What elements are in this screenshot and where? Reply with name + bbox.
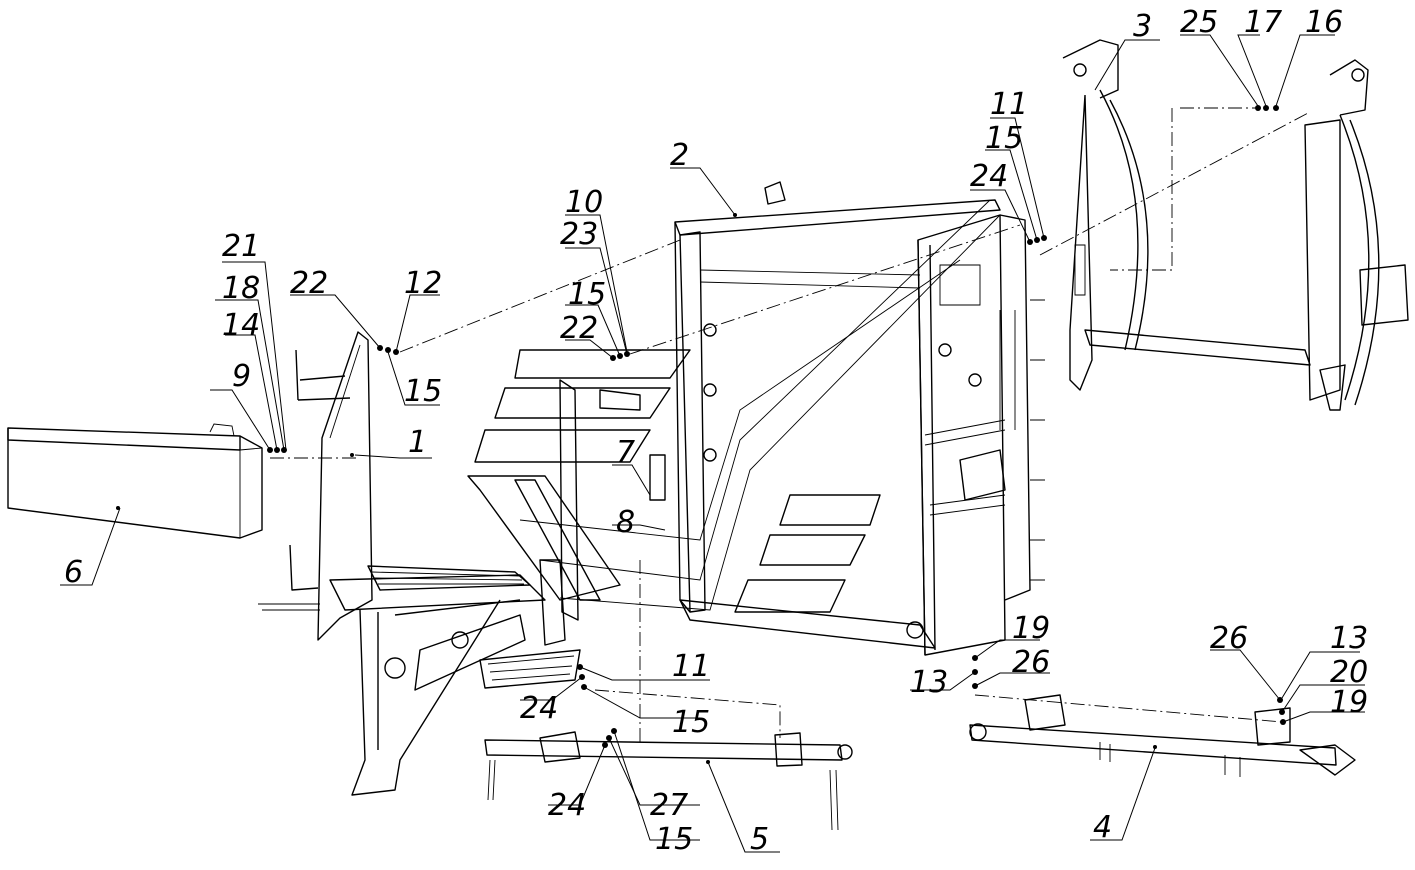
callout-1: 1 [408, 425, 427, 460]
callout-15e: 15 [655, 822, 693, 857]
callout-15c: 15 [985, 121, 1023, 156]
callout-9: 9 [232, 359, 251, 394]
callout-16: 16 [1305, 5, 1343, 40]
callout-13a: 13 [910, 665, 948, 700]
callout-19a: 19 [1012, 611, 1050, 646]
callout-13b: 13 [1330, 621, 1368, 656]
assembly-centerlines [270, 107, 1311, 745]
part-7-8-panel [467, 199, 1001, 621]
callout-8: 8 [616, 505, 635, 540]
callout-14: 14 [222, 308, 260, 343]
callout-19b: 19 [1330, 685, 1368, 720]
callout-2: 2 [670, 138, 689, 173]
part-1-left-frame [258, 331, 581, 796]
callout-12: 12 [404, 266, 442, 301]
part-4-axle [969, 694, 1356, 777]
callout-6: 6 [64, 555, 83, 590]
callout-25: 25 [1180, 5, 1218, 40]
callout-24c: 24 [548, 788, 586, 823]
callout-18: 18 [222, 271, 260, 306]
callout-17: 17 [1244, 5, 1282, 40]
callout-3: 3 [1133, 9, 1152, 44]
callout-15a: 15 [404, 374, 442, 409]
leader-lines [60, 34, 1365, 853]
callout-23: 23 [560, 217, 598, 252]
part-5-axle [484, 731, 853, 831]
callout-10: 10 [565, 185, 603, 220]
callout-7: 7 [616, 435, 635, 470]
part-2-main-frame [674, 181, 1045, 656]
part-6-toolbox [7, 423, 263, 539]
callout-labels: 6 1 2 3 4 5 7 8 9 14 18 21 22 12 15 22 1… [64, 5, 1368, 857]
callout-26b: 26 [1210, 621, 1248, 656]
callout-11b: 11 [672, 649, 710, 684]
callout-27: 27 [650, 788, 688, 823]
callout-24b: 24 [520, 691, 558, 726]
callout-22a: 22 [290, 266, 328, 301]
callout-15d: 15 [672, 705, 710, 740]
callout-5: 5 [750, 822, 769, 857]
callout-22b: 22 [560, 311, 598, 346]
callout-20: 20 [1330, 655, 1368, 690]
callout-11a: 11 [990, 87, 1028, 122]
callout-4: 4 [1093, 810, 1112, 845]
callout-21: 21 [222, 229, 260, 264]
callout-24a: 24 [970, 159, 1008, 194]
part-3-rear-frame [1062, 39, 1409, 411]
callout-26a: 26 [1012, 645, 1050, 680]
callout-15b: 15 [568, 277, 606, 312]
